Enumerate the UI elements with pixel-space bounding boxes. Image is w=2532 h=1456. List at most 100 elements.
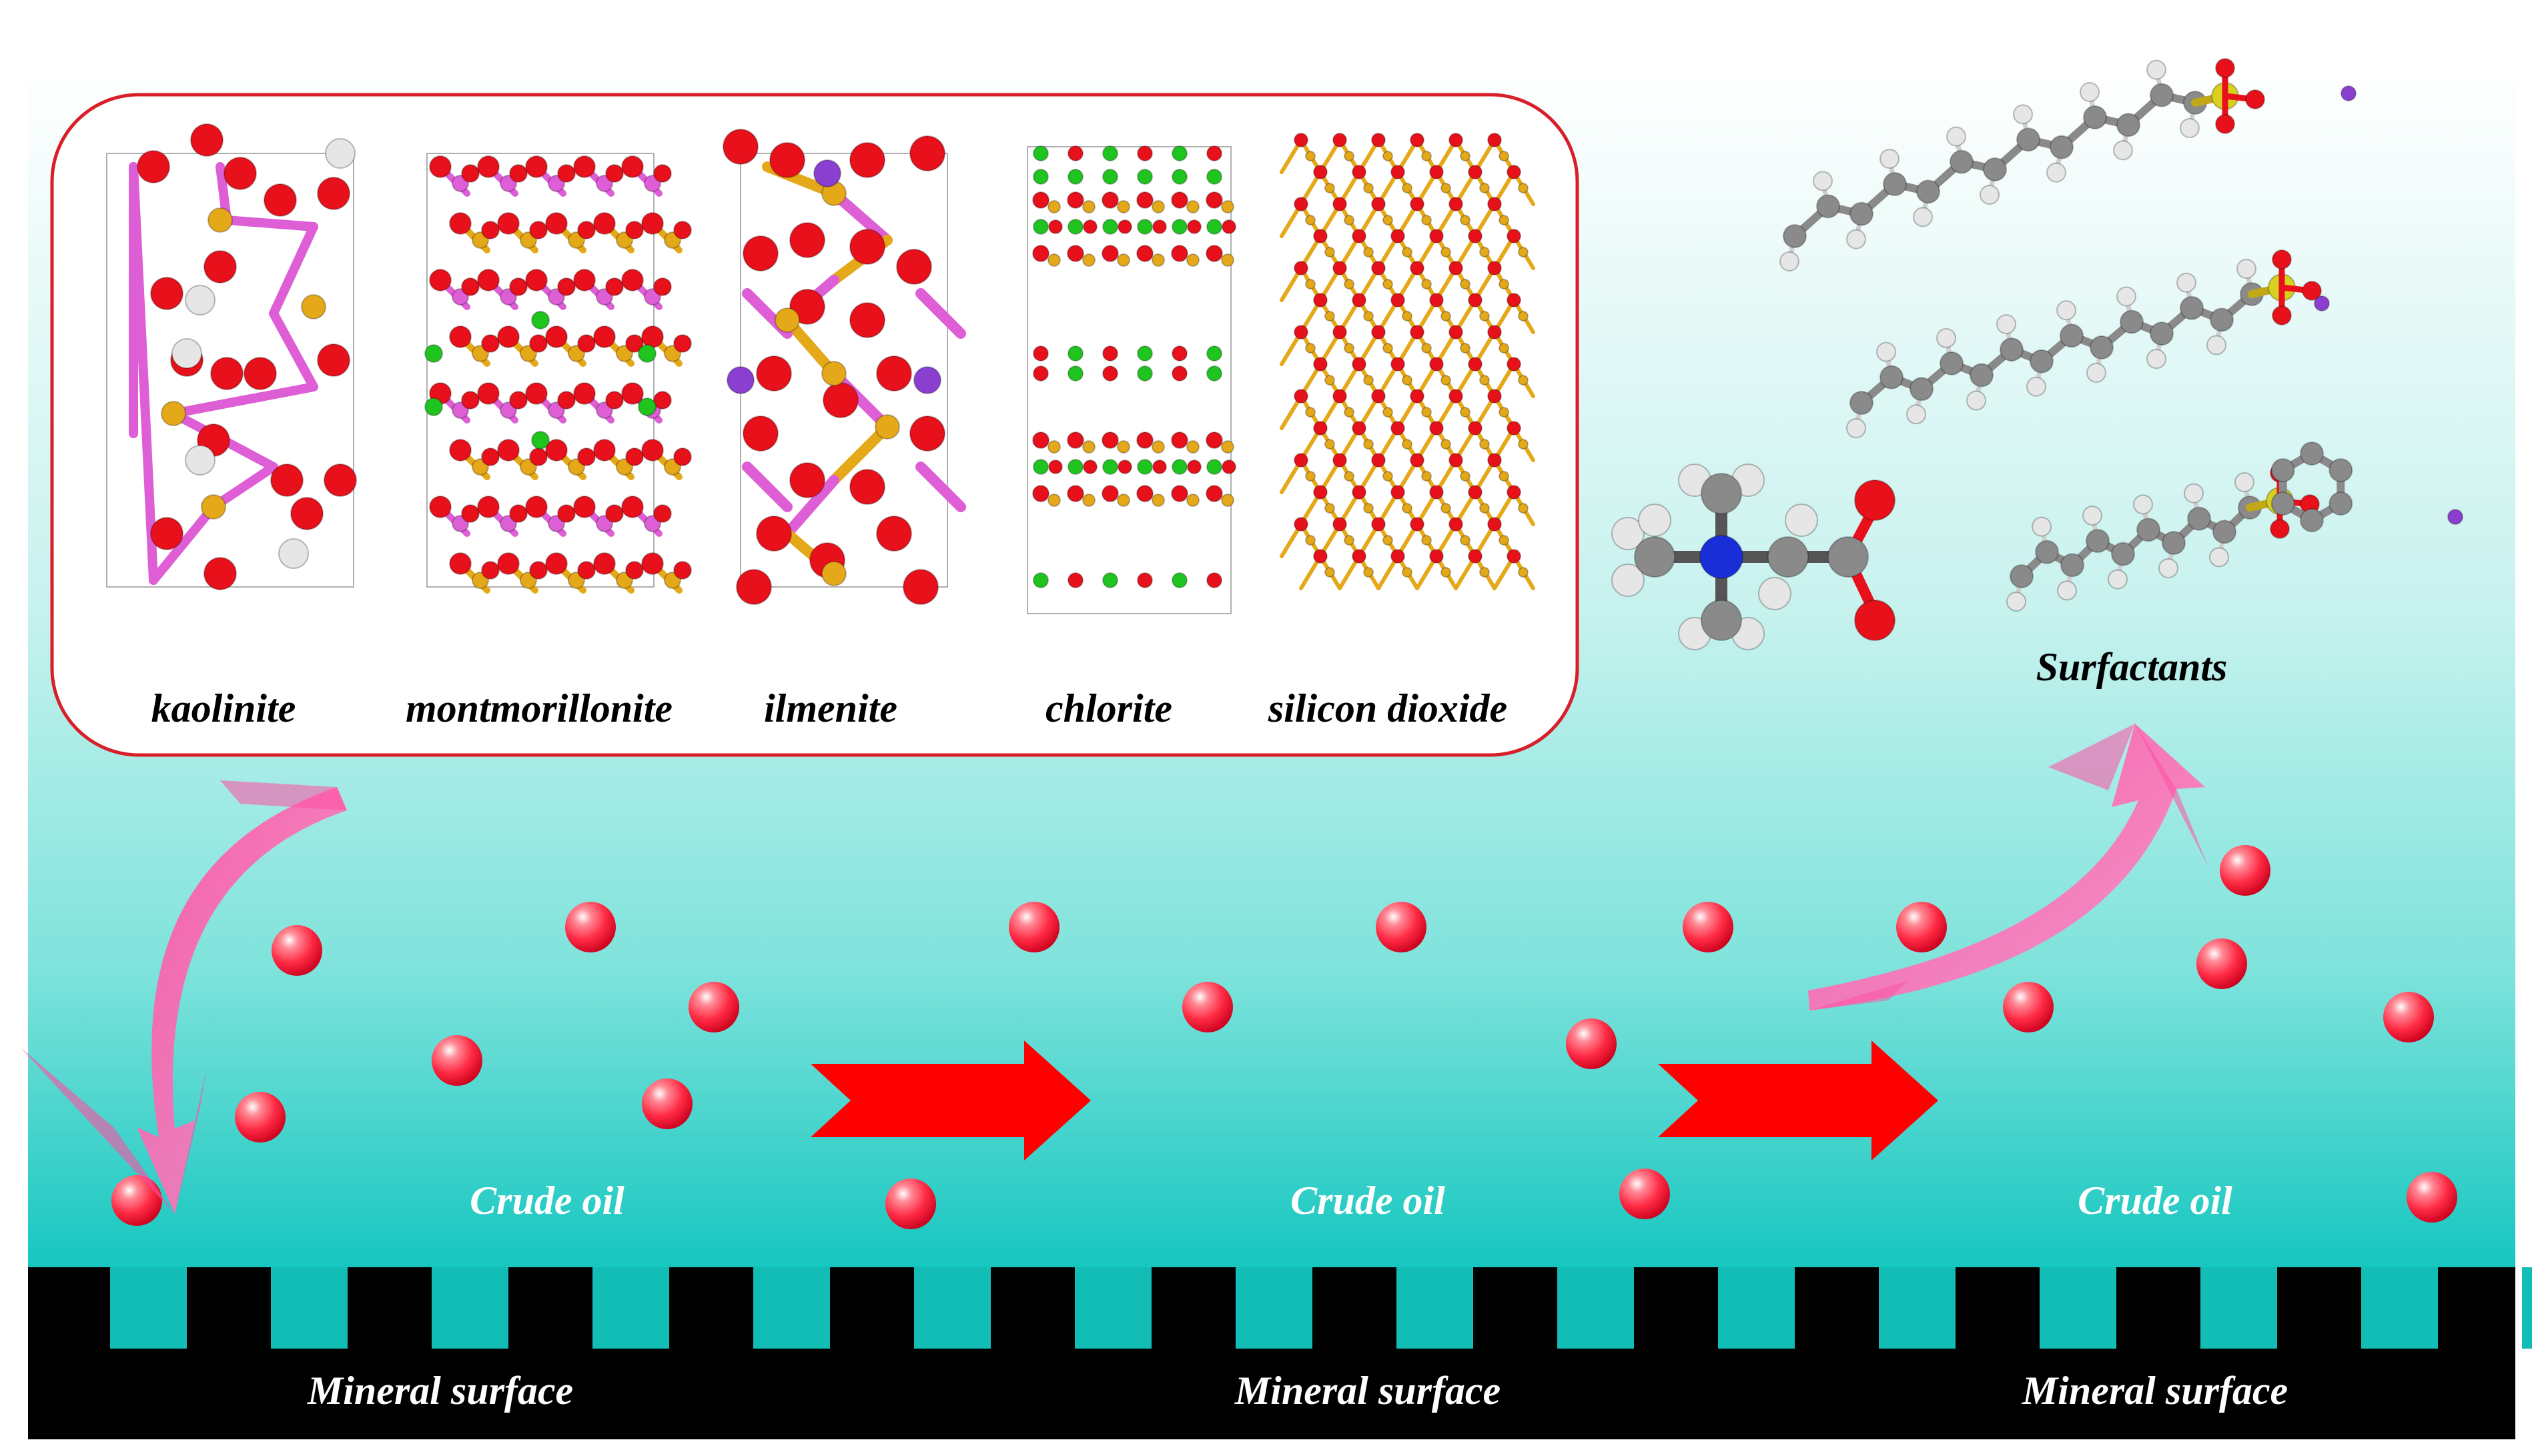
oil-droplet xyxy=(2220,845,2270,896)
atom xyxy=(1172,345,1188,361)
oxygen-atom xyxy=(1429,485,1444,500)
magnesium-atom xyxy=(1172,169,1188,185)
hydrogen-atom xyxy=(1638,504,1671,537)
oxygen-atom xyxy=(1410,453,1424,468)
structure-ilmenite xyxy=(723,129,966,605)
silicon-atom xyxy=(1305,535,1316,546)
oxygen-atom xyxy=(1332,197,1347,211)
silicon-atom xyxy=(1518,247,1529,257)
silicon-atom xyxy=(1305,215,1316,225)
oxygen-atom xyxy=(224,157,257,190)
oxygen-atom xyxy=(1067,485,1084,502)
oxygen-atom xyxy=(1468,357,1483,372)
mineral-labels: kaolinite montmorillonite ilmenite chlor… xyxy=(151,686,1508,730)
oxygen-atom xyxy=(545,552,568,575)
bond xyxy=(269,309,318,392)
mineral-structures xyxy=(106,123,1535,614)
oxygen-atom xyxy=(1429,357,1444,372)
oxygen-atom xyxy=(909,135,945,171)
hydrogen-atom xyxy=(2133,494,2153,515)
oil-droplet xyxy=(2383,992,2434,1042)
silicon-atom xyxy=(1082,253,1096,267)
oxygen-atom xyxy=(529,561,548,580)
bond xyxy=(782,475,839,539)
hydrogen-atom xyxy=(2056,300,2076,321)
carbon-atom xyxy=(2050,135,2074,159)
oxygen-atom xyxy=(1206,432,1223,449)
silicon-atom xyxy=(1221,253,1234,267)
oxygen-atom xyxy=(1332,325,1347,339)
magnesium-atom xyxy=(1137,169,1153,185)
silicon-atom xyxy=(1324,311,1335,321)
oxygen-atom xyxy=(497,325,520,348)
bond xyxy=(829,368,893,432)
oxygen-atom xyxy=(1222,219,1236,234)
oxygen-atom xyxy=(1313,229,1328,243)
oxygen-atom xyxy=(497,552,520,575)
atom xyxy=(1068,572,1084,588)
oxygen-atom xyxy=(1152,219,1167,234)
carbon-atom xyxy=(2210,307,2234,332)
oxygen-atom xyxy=(2272,249,2292,269)
hydrogen-atom xyxy=(2236,259,2256,279)
oxygen-atom xyxy=(673,334,692,353)
bond xyxy=(149,502,218,585)
oxygen-atom xyxy=(150,277,183,310)
oxygen-atom xyxy=(1390,549,1405,564)
oxygen-atom xyxy=(1032,485,1049,502)
unit-cell xyxy=(426,153,655,588)
oil-droplet xyxy=(565,902,616,952)
silicon-atom xyxy=(1221,200,1234,213)
silicon-atom xyxy=(1460,215,1470,225)
silicon-atom xyxy=(1460,535,1470,546)
oxygen-atom xyxy=(1468,293,1483,307)
oxygen-atom xyxy=(756,355,792,392)
oxygen-atom xyxy=(621,496,644,518)
surface-pore xyxy=(2361,1267,2438,1349)
silicon-atom xyxy=(775,307,800,333)
magnesium-atom xyxy=(638,344,657,363)
carbon-atom xyxy=(1983,157,2007,181)
carbon-atom xyxy=(1701,473,1742,514)
surface-pore xyxy=(1557,1267,1634,1349)
oxygen-atom xyxy=(1048,219,1063,234)
silicon-atom xyxy=(1047,440,1061,454)
oxygen-atom xyxy=(593,439,616,462)
oxygen-atom xyxy=(653,504,672,523)
carbon-atom xyxy=(1849,391,1873,415)
hydrogen-atom xyxy=(2146,349,2166,370)
oil-droplet xyxy=(1566,1018,1617,1069)
atom xyxy=(1102,345,1118,361)
silicon-atom xyxy=(1421,279,1432,289)
crude-oil-label-1: Crude oil xyxy=(470,1179,624,1223)
oxygen-atom xyxy=(1448,325,1463,339)
oxygen-atom xyxy=(481,561,500,580)
unit-cell xyxy=(106,153,354,588)
silicon-atom xyxy=(1382,343,1393,353)
oxygen-atom xyxy=(1507,357,1521,372)
oxygen-atom xyxy=(641,212,664,235)
oil-droplet xyxy=(1182,982,1233,1032)
magnesium-atom xyxy=(1033,459,1049,475)
silicon-atom xyxy=(1305,343,1316,353)
hydrogen-atom xyxy=(1758,577,1791,610)
surface-pore xyxy=(2200,1267,2277,1349)
oxygen-atom xyxy=(2272,305,2292,325)
magnesium-atom xyxy=(1206,219,1222,235)
oxygen-atom xyxy=(1429,165,1444,179)
silicon-atom xyxy=(1402,503,1412,514)
sodium-atom xyxy=(2314,295,2330,311)
oxygen-atom xyxy=(2270,519,2290,539)
silicon-atom xyxy=(1460,343,1470,353)
oxygen-atom xyxy=(1410,517,1424,532)
surfactant-molecules xyxy=(1611,58,2463,650)
oxygen-atom xyxy=(1410,133,1424,147)
silicon-atom xyxy=(301,294,326,319)
oxygen-atom xyxy=(593,552,616,575)
oxygen-atom xyxy=(2215,58,2235,78)
oxygen-atom xyxy=(1032,245,1049,262)
oxygen-atom xyxy=(876,355,912,392)
hydrogen-atom xyxy=(2006,592,2026,612)
hydrogen-atom xyxy=(2176,272,2196,293)
oxygen-atom xyxy=(621,155,644,178)
